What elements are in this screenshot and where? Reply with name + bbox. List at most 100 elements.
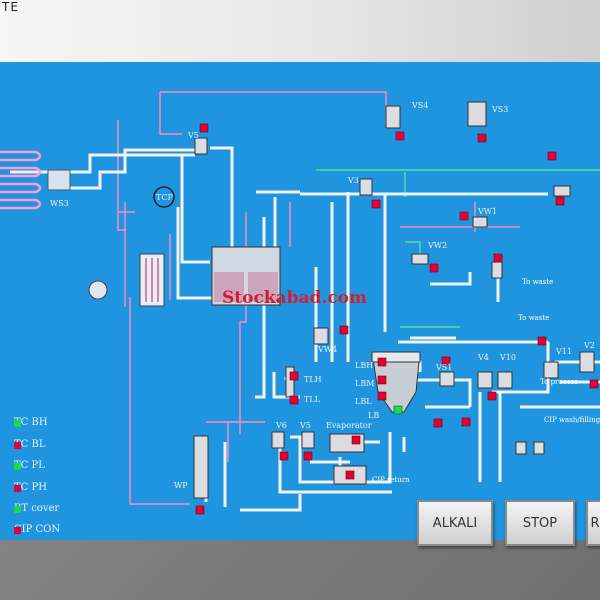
ind-left-top: [547, 151, 557, 161]
batch-tanks[interactable]: [211, 246, 281, 306]
v4-label: V4: [477, 353, 489, 362]
valve-v3[interactable]: [359, 178, 373, 196]
v5-top-label: V5: [187, 131, 199, 140]
ind-vs4: [395, 131, 405, 141]
led-tc-bh: [14, 420, 21, 427]
valve-v5-top[interactable]: [194, 137, 208, 155]
valve-vs2[interactable]: [553, 185, 571, 197]
status-tc-ph: TC PH: [14, 482, 47, 493]
wp-label: WP: [174, 481, 188, 490]
valve-tl[interactable]: [285, 366, 295, 398]
vs3-label: VS3: [491, 105, 508, 114]
tlh-label: TLH: [304, 375, 322, 384]
status-tc-pl: TC PL: [14, 460, 45, 471]
v3-label: V3: [347, 176, 359, 185]
tank-top: [371, 351, 421, 363]
ind-lb-green: [393, 405, 403, 415]
tll-label: TLL: [304, 395, 321, 404]
status-tc-bl: TC BL: [14, 439, 46, 450]
valve-vs1[interactable]: [439, 371, 455, 387]
valve-vs3[interactable]: [467, 101, 487, 127]
ind-vw2: [429, 263, 439, 273]
valve-vw3[interactable]: [491, 261, 503, 279]
led-bt-cover: [14, 506, 21, 513]
next-button[interactable]: R: [586, 500, 600, 546]
to-waste-label: To waste: [522, 278, 553, 286]
ind-v5: [199, 123, 209, 133]
ind-vs1: [441, 356, 451, 366]
valve-vw4[interactable]: [313, 327, 329, 345]
valve-bottom-1[interactable]: [515, 441, 527, 455]
tcp-gauge[interactable]: [153, 186, 175, 208]
wp-pump[interactable]: [193, 435, 209, 499]
v11-label: V11: [555, 347, 572, 356]
valve-vs4[interactable]: [385, 105, 401, 129]
ind-vw4: [339, 325, 349, 335]
lb-label: LB: [368, 411, 379, 420]
alkali-button[interactable]: ALKALI: [417, 500, 493, 546]
ind-evaporator: [351, 435, 361, 445]
ind-vw3: [493, 253, 503, 263]
ind-vw1: [459, 211, 469, 221]
lbl-label: LBL: [355, 397, 372, 406]
ind-v2: [589, 379, 599, 389]
evaporator-label: Evaporator: [326, 421, 372, 430]
ind-lbh: [377, 357, 387, 367]
ind-v5-low: [303, 451, 313, 461]
vw1-label: VW1: [477, 207, 497, 216]
ind-lbl: [377, 391, 387, 401]
status-cip-con: CIP CON: [14, 524, 61, 535]
valve-vw2[interactable]: [411, 253, 429, 265]
vw4-label: VW4: [317, 345, 337, 354]
valve-v4[interactable]: [477, 371, 493, 389]
ind-lbm: [377, 375, 387, 385]
cip-wash-label: CIP wash/filling line: [544, 416, 600, 424]
plate-lines: [145, 258, 159, 302]
ind-tank-bottom: [433, 418, 443, 428]
watermark: Stockabad.com: [222, 288, 367, 308]
ind-wp: [195, 505, 205, 515]
stop-button[interactable]: STOP: [505, 500, 575, 546]
v10-label: V10: [499, 353, 516, 362]
led-tc-pl: [14, 463, 21, 470]
valve-v10[interactable]: [497, 371, 513, 389]
ind-v11: [537, 336, 547, 346]
valve-v2[interactable]: [579, 351, 595, 373]
ws3-exchanger[interactable]: [47, 169, 71, 191]
ind-v4: [461, 417, 471, 427]
ind-v3: [371, 199, 381, 209]
tank-level-right: [248, 272, 278, 302]
v5-low-label: V5: [299, 421, 311, 430]
alarm-indicators: [195, 123, 599, 515]
tank-level-left: [214, 272, 244, 302]
window-title: TE: [2, 0, 19, 14]
valve-vw1[interactable]: [472, 216, 488, 228]
vs4-label: VS4: [411, 101, 428, 110]
ind-vs3: [477, 133, 487, 143]
ws3-label: WS3: [50, 199, 69, 208]
tcp-label: TCP: [156, 193, 173, 202]
led-cip-con: [14, 527, 21, 534]
ind-tlh: [289, 371, 299, 381]
v2-label: V2: [583, 341, 595, 350]
circulation-pump[interactable]: [88, 280, 108, 300]
valve-blocks: [193, 101, 595, 499]
valve-v6[interactable]: [271, 431, 285, 449]
ind-tll: [289, 395, 299, 405]
led-tc-ph: [14, 485, 21, 492]
valve-v11[interactable]: [543, 361, 559, 379]
valve-bottom-2[interactable]: [533, 441, 545, 455]
heating-coil: [0, 150, 42, 210]
cip-return-label: CIP return: [372, 476, 410, 484]
ind-v6: [279, 451, 289, 461]
lbh-label: LBH: [355, 361, 373, 370]
status-tc-bh: TC BH: [14, 417, 48, 428]
process-diagram: WS3 TCP: [0, 91, 600, 515]
vw2-label: VW2: [427, 241, 447, 250]
ind-v10: [487, 391, 497, 401]
valve-v5-low[interactable]: [301, 431, 315, 449]
lbm-label: LBM: [355, 379, 374, 388]
vs1-label: VS1: [435, 363, 452, 372]
v6-label: V6: [275, 421, 287, 430]
window-title-bar: TE: [0, 0, 600, 62]
